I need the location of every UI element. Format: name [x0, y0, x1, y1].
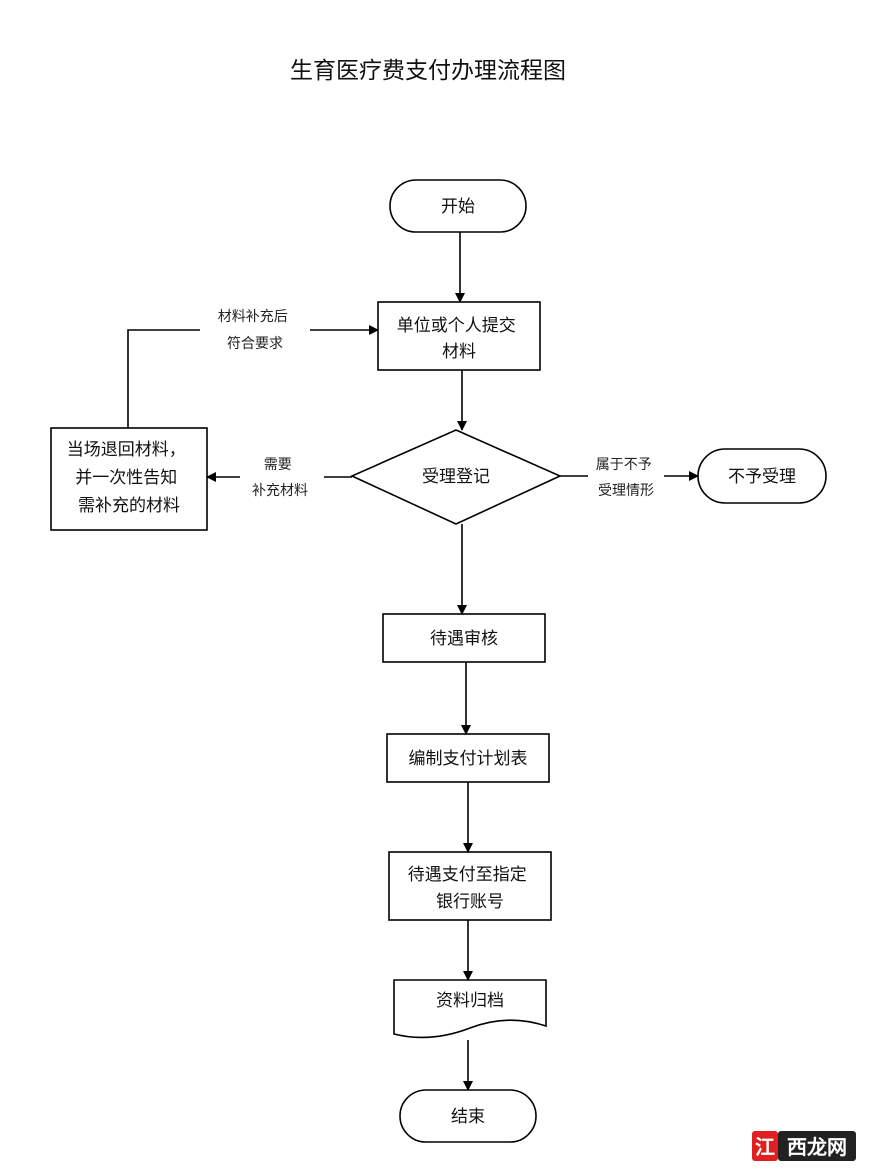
- watermark-dark-block: [778, 1131, 856, 1161]
- not-accepted-edge-label: 属于不予 受理情形: [596, 457, 656, 499]
- register-decision: [350, 429, 562, 525]
- return-materials-line-2: 并一次性告知: [75, 468, 177, 488]
- plan-node-label: 编制支付计划表: [409, 749, 528, 769]
- pay-node-line-1: 待遇支付至指定: [408, 865, 527, 885]
- watermark-red-char: 江: [755, 1135, 775, 1159]
- start-node-label: 开始: [441, 197, 475, 217]
- register-decision-label: 受理登记: [422, 467, 490, 487]
- watermark-logo: 江 西龙网: [752, 1131, 856, 1161]
- diagram-title: 生育医疗费支付办理流程图: [290, 58, 566, 84]
- watermark-rest-text: 西龙网: [787, 1135, 847, 1159]
- pay-node-line-2: 银行账号: [436, 892, 504, 912]
- resubmit-edge-label: 材料补充后 符合要求: [218, 309, 292, 352]
- not-accepted-edge-label-line-2: 受理情形: [598, 483, 654, 499]
- pay-node-label: 待遇支付至指定 银行账号: [408, 865, 532, 912]
- return-materials-line-1: 当场退回材料，: [67, 440, 186, 460]
- need-supplement-edge-label: 需要 补充材料: [252, 457, 308, 499]
- plan-node: [386, 733, 550, 783]
- not-accepted-label-bg: [588, 452, 664, 502]
- not-accepted-edge-label-line-1: 属于不予: [596, 457, 652, 473]
- need-supplement-label-bg: [240, 452, 324, 502]
- return-materials-node: [50, 427, 208, 531]
- return-materials-label: 当场退回材料， 并一次性告知 需补充的材料: [67, 440, 191, 516]
- resubmit-label-bg: [200, 302, 310, 358]
- need-supplement-edge-label-line-2: 补充材料: [252, 483, 308, 499]
- archive-document-node: [393, 979, 547, 1039]
- submit-node-label: 单位或个人提交 材料: [397, 316, 521, 362]
- pay-node: [388, 851, 552, 921]
- submit-node: [377, 301, 541, 371]
- watermark-red-block: [752, 1131, 778, 1161]
- end-node-label: 结束: [451, 1107, 485, 1127]
- start-node: [389, 179, 527, 233]
- submit-node-line-2: 材料: [442, 342, 476, 362]
- need-supplement-edge-label-line-1: 需要: [264, 457, 292, 473]
- archive-node-label: 资料归档: [436, 991, 504, 1011]
- resubmit-edge-label-line-1: 材料补充后: [218, 309, 288, 325]
- review-node: [382, 613, 546, 663]
- return-materials-line-3: 需补充的材料: [78, 496, 180, 516]
- resubmit-edge-label-line-2: 符合要求: [227, 336, 283, 352]
- review-node-label: 待遇审核: [430, 629, 498, 649]
- reject-node-label: 不予受理: [728, 467, 796, 487]
- submit-node-line-1: 单位或个人提交: [397, 316, 516, 336]
